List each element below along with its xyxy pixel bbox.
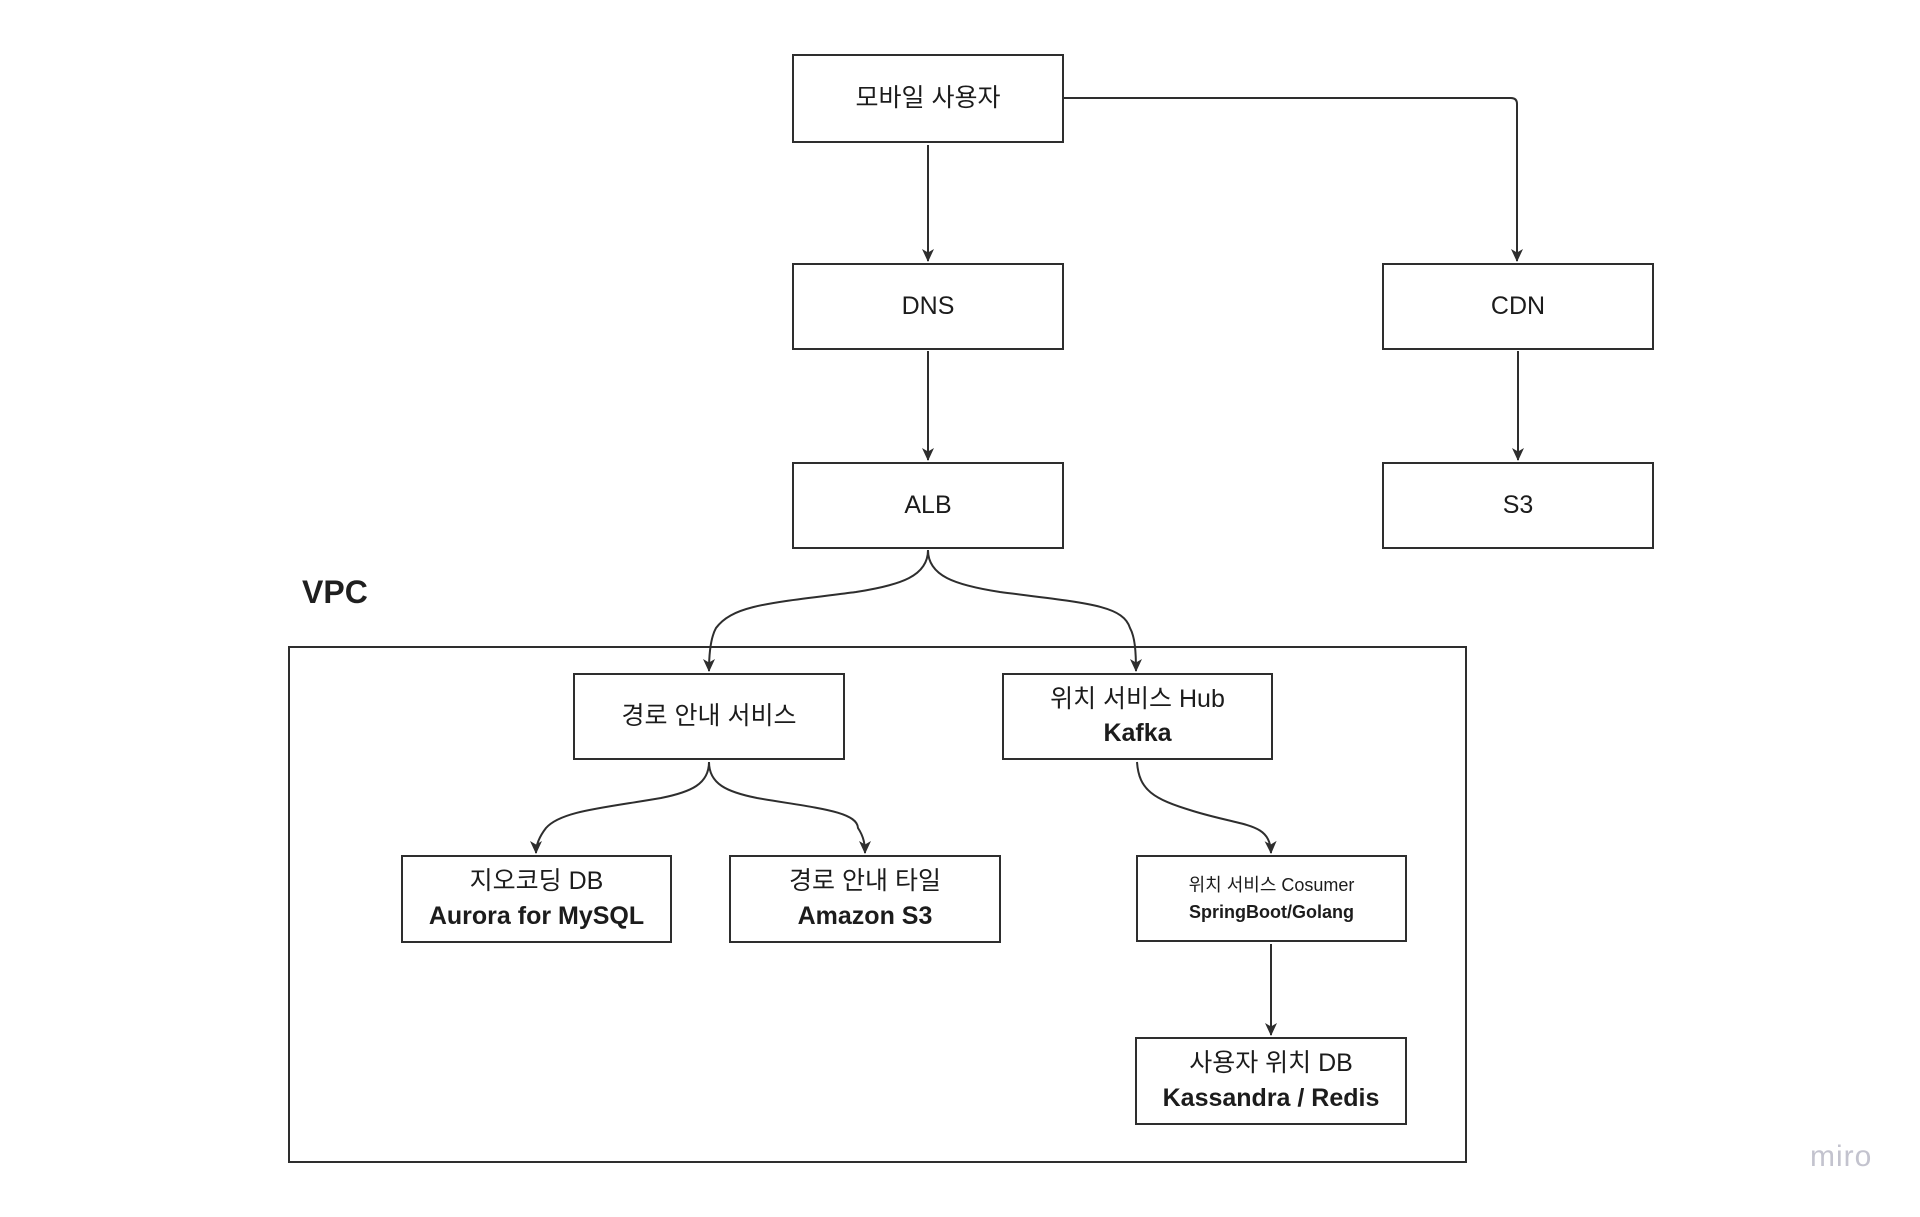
node-geocoding-db-label: 지오코딩 DB [469, 867, 604, 896]
node-route-tiles-label: 경로 안내 타일 [789, 867, 941, 896]
edge-route-service-geocoding-db [530, 761, 710, 854]
node-location-consumer: 위치 서비스 Cosumer SpringBoot/Golang [1136, 855, 1407, 942]
node-user-location-db-label: 사용자 위치 DB [1189, 1049, 1353, 1078]
edge-mobile-user-cdn [1064, 97, 1523, 262]
edge-alb-location-hub [927, 549, 1142, 672]
node-alb: ALB [792, 462, 1064, 549]
node-route-tiles-sublabel: Amazon S3 [797, 901, 933, 930]
node-route-tiles: 경로 안내 타일 Amazon S3 [729, 855, 1001, 943]
edge-alb-route-service [703, 549, 929, 672]
node-user-location-db: 사용자 위치 DB Kassandra / Redis [1135, 1037, 1407, 1125]
node-s3-label: S3 [1502, 490, 1534, 519]
node-geocoding-db-sublabel: Aurora for MySQL [428, 901, 645, 930]
node-route-service: 경로 안내 서비스 [573, 673, 845, 760]
node-location-consumer-sublabel: SpringBoot/Golang [1189, 901, 1354, 922]
node-location-hub-sublabel: Kafka [1103, 719, 1172, 747]
node-route-service-label: 경로 안내 서비스 [621, 701, 797, 730]
vpc-label: VPC [302, 574, 368, 610]
node-s3: S3 [1382, 462, 1654, 549]
node-location-consumer-label: 위치 서비스 Cosumer [1188, 875, 1355, 895]
node-alb-label: ALB [904, 490, 952, 519]
edge-location-hub-consumer [1136, 761, 1277, 854]
node-location-hub-label: 위치 서비스 Hub [1050, 684, 1225, 713]
node-cdn: CDN [1382, 263, 1654, 350]
node-cdn-label: CDN [1490, 291, 1546, 320]
miro-watermark: miro [1810, 1140, 1873, 1173]
node-mobile-user-label: 모바일 사용자 [855, 83, 1001, 112]
node-dns: DNS [792, 263, 1064, 350]
node-mobile-user: 모바일 사용자 [792, 54, 1064, 143]
node-dns-label: DNS [901, 291, 955, 320]
vpc-container [288, 646, 1467, 1163]
node-location-hub: 위치 서비스 Hub Kafka [1002, 673, 1273, 760]
node-geocoding-db: 지오코딩 DB Aurora for MySQL [401, 855, 672, 943]
node-user-location-db-sublabel: Kassandra / Redis [1162, 1083, 1380, 1112]
edge-route-service-route-tiles [708, 761, 871, 854]
